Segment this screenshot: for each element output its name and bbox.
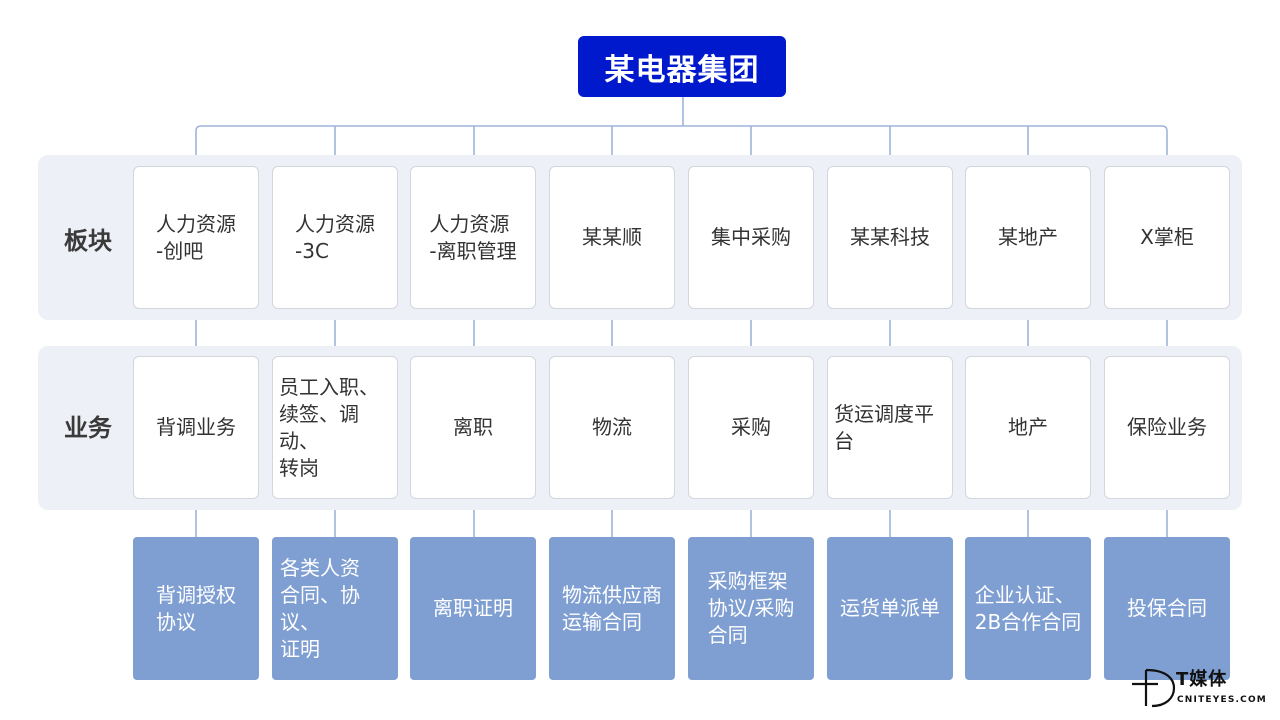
watermark-subtitle: CNITEYES.COM (1177, 695, 1267, 705)
business-label: 地产 (1008, 415, 1048, 439)
business-node: 背调业务 (133, 356, 259, 499)
document-node: 各类人资 合同、协议、 证明 (272, 537, 398, 680)
business-node: 物流 (549, 356, 675, 499)
segment-node: 某某科技 (827, 166, 953, 309)
root-label: 某电器集团 (604, 52, 760, 88)
business-label: 物流 (592, 415, 632, 439)
segment-label: 人力资源 -创吧 (156, 211, 236, 263)
document-label: 各类人资 合同、协议、 证明 (280, 555, 360, 661)
segment-node: 某某顺 (549, 166, 675, 309)
business-label: 员工入职、 续签、调动、 转岗 (279, 374, 379, 480)
business-node: 地产 (965, 356, 1091, 499)
segment-label: X掌柜 (1140, 225, 1194, 249)
business-label: 采购 (731, 415, 771, 439)
segment-node: 人力资源 -离职管理 (410, 166, 536, 309)
document-node: 物流供应商 运输合同 (549, 537, 675, 680)
business-label: 货运调度平台 (834, 401, 934, 453)
document-node: 离职证明 (410, 537, 536, 680)
business-node: 离职 (410, 356, 536, 499)
watermark-title: T媒体 (1176, 669, 1228, 690)
segment-label: 某某科技 (850, 225, 930, 249)
segment-node: 集中采购 (688, 166, 814, 309)
row-label-business: 业务 (64, 414, 112, 442)
document-label: 背调授权 协议 (156, 582, 236, 634)
business-label: 离职 (453, 415, 493, 439)
segment-label: 某某顺 (582, 225, 642, 249)
document-node: 企业认证、 2B合作合同 (965, 537, 1091, 680)
logo-mark-icon (1132, 668, 1176, 708)
business-node: 货运调度平台 (827, 356, 953, 499)
segment-label: 人力资源 -离职管理 (429, 211, 517, 263)
business-label: 背调业务 (156, 415, 236, 439)
business-node: 员工入职、 续签、调动、 转岗 (272, 356, 398, 499)
document-label: 离职证明 (433, 596, 513, 620)
document-label: 运货单派单 (840, 596, 940, 620)
business-node: 采购 (688, 356, 814, 499)
business-node: 保险业务 (1104, 356, 1230, 499)
segment-node: 某地产 (965, 166, 1091, 309)
branch-bus-line (195, 125, 1168, 156)
document-label: 采购框架 协议/采购 合同 (707, 569, 795, 647)
document-label: 企业认证、 2B合作合同 (974, 582, 1082, 634)
document-label: 物流供应商 运输合同 (562, 582, 662, 634)
segment-label: 集中采购 (711, 225, 791, 249)
segment-node: 人力资源 -创吧 (133, 166, 259, 309)
root-node: 某电器集团 (578, 36, 786, 97)
segment-node: X掌柜 (1104, 166, 1230, 309)
document-node: 采购框架 协议/采购 合同 (688, 537, 814, 680)
segment-label: 人力资源 -3C (295, 211, 375, 263)
segment-node: 人力资源 -3C (272, 166, 398, 309)
segment-label: 某地产 (998, 225, 1058, 249)
watermark-logo: T媒体 CNITEYES.COM (1128, 658, 1278, 714)
document-node: 背调授权 协议 (133, 537, 259, 680)
document-label: 投保合同 (1127, 596, 1207, 620)
document-node: 运货单派单 (827, 537, 953, 680)
row-label-segments: 板块 (64, 227, 112, 255)
business-label: 保险业务 (1127, 415, 1207, 439)
document-node: 投保合同 (1104, 537, 1230, 680)
